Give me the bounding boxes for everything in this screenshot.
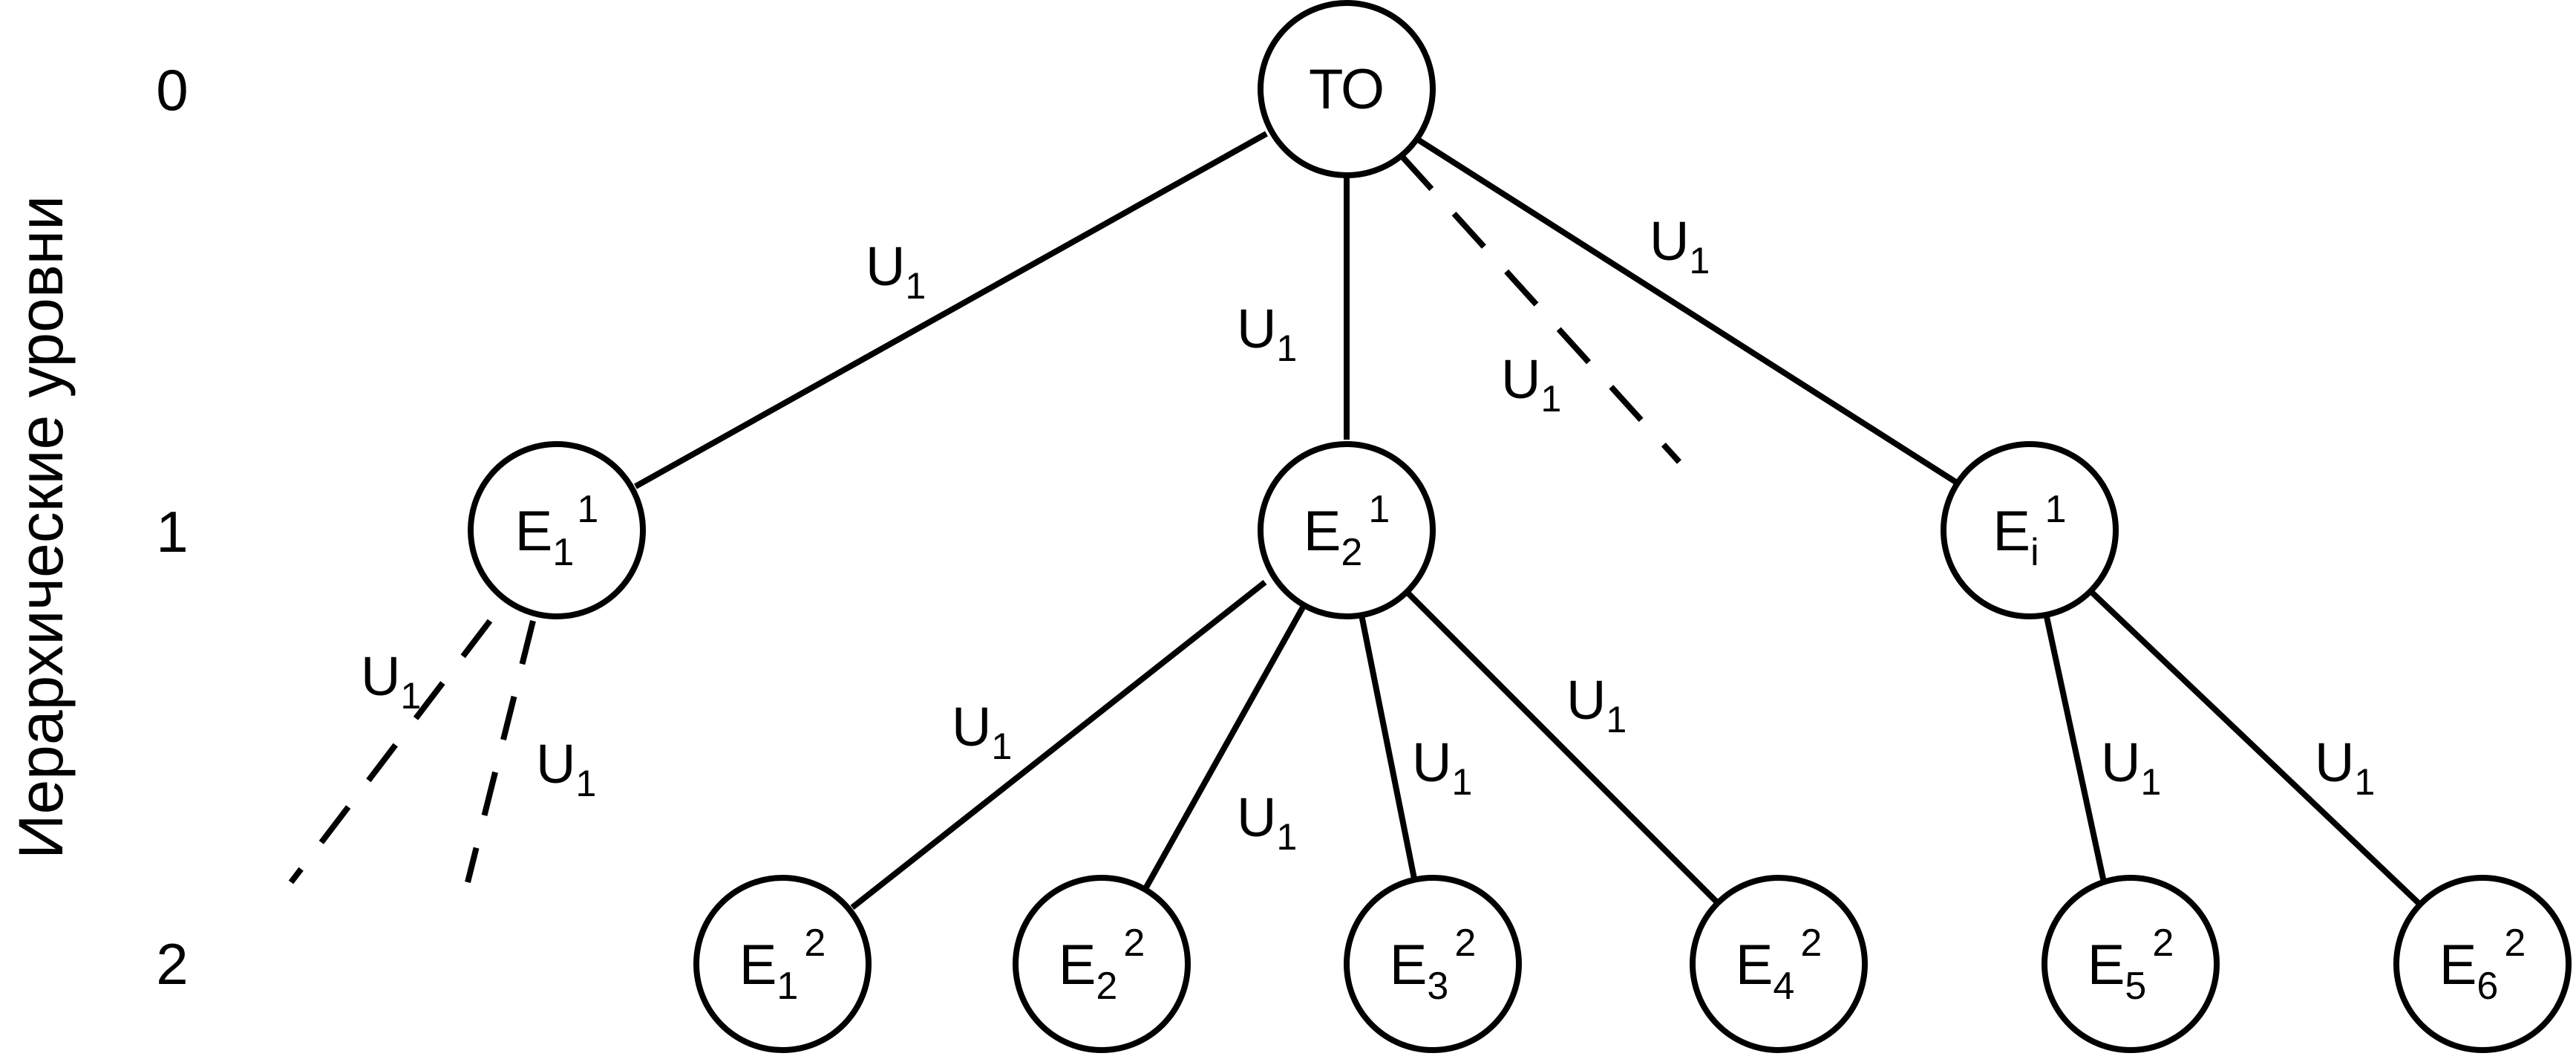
node-e2-1: E21 — [1258, 441, 1436, 619]
edge-label-e2-e4_2: U1 — [1566, 669, 1627, 740]
node-e5-2: E52 — [2041, 875, 2220, 1053]
node-e6-2: E62 — [2393, 875, 2572, 1053]
edge-label-e2-e2_2: U1 — [1237, 786, 1297, 858]
svg-text:E42: E42 — [1736, 922, 1823, 1008]
level-label-2: 2 — [156, 931, 188, 997]
level-label-1: 1 — [156, 499, 188, 564]
edge-e2-e4_2 — [1405, 590, 1722, 907]
edge-ei-e6_2 — [2087, 587, 2422, 907]
edge-label-root-e1: U1 — [866, 235, 926, 307]
svg-text:E32: E32 — [1390, 922, 1477, 1008]
edge-root-ei — [1416, 137, 1959, 486]
svg-text:E21: E21 — [1304, 488, 1390, 574]
edge-e2-e1_2 — [850, 579, 1267, 910]
edge-e2-e3_2 — [1359, 614, 1418, 883]
edge-label-ei-e5_2: U1 — [2101, 731, 2161, 803]
edge-dashed-e1-left — [288, 619, 493, 884]
level-label-0: 0 — [156, 57, 188, 123]
edge-e2-e2_2 — [1140, 605, 1307, 894]
node-e2-2: E22 — [1013, 875, 1191, 1053]
axis-title: Иерархические уровни — [6, 195, 76, 859]
edge-ei-e5_2 — [2043, 613, 2107, 883]
edge-label-root-dashed: U1 — [1501, 348, 1561, 420]
edge-label-root-e2: U1 — [1237, 298, 1297, 369]
node-root: ТО — [1258, 0, 1436, 178]
edge-dashed-root — [1399, 154, 1681, 464]
edge-root-e1 — [634, 131, 1268, 489]
edge-label-root-ei: U1 — [1650, 210, 1710, 281]
svg-text:ТО: ТО — [1309, 58, 1385, 121]
svg-text:E12: E12 — [739, 922, 826, 1008]
edge-dashed-e1-right — [465, 620, 536, 883]
svg-text:E62: E62 — [2439, 922, 2526, 1008]
node-e1-1: E11 — [468, 441, 646, 619]
svg-text:E52: E52 — [2088, 922, 2174, 1008]
node-e3-2: E32 — [1344, 875, 1522, 1053]
edge-label-e1-dashed-right: U1 — [536, 733, 596, 804]
edge-label-e2-e3_2: U1 — [1412, 731, 1472, 803]
edge-label-ei-e6_2: U1 — [2315, 731, 2375, 803]
node-ei-1: Ei1 — [1941, 441, 2119, 619]
svg-text:E11: E11 — [515, 488, 599, 574]
edge-label-e1-dashed-left: U1 — [361, 645, 421, 717]
svg-text:E22: E22 — [1059, 922, 1145, 1008]
node-e1-2: E12 — [693, 875, 872, 1053]
svg-text:Ei1: Ei1 — [1993, 488, 2066, 574]
node-e4-2: E42 — [1690, 875, 1868, 1053]
edge-label-e2-e1_2: U1 — [952, 696, 1012, 767]
